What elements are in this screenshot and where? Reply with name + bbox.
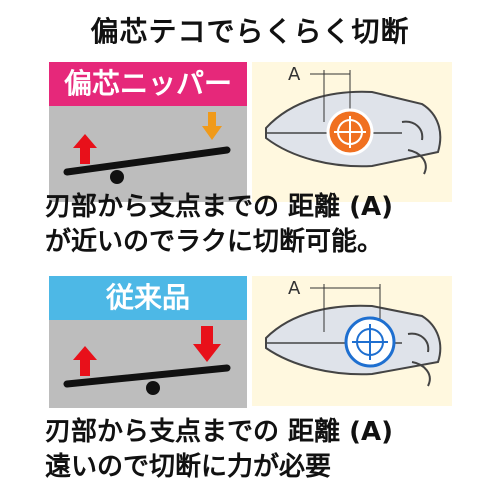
nipper-blade-icon: A <box>265 64 442 175</box>
top-blade-diagram: A <box>252 62 452 202</box>
page-title: 偏芯テコでらくらく切断 <box>90 15 410 48</box>
down-arrow-icon <box>202 112 222 140</box>
bottom-description-line2: 遠いので切断に力が必要 <box>45 452 332 482</box>
bottom-lever-diagram <box>63 326 231 395</box>
fulcrum-icon <box>110 170 124 184</box>
top-description-line2: が近いのでラクに切断可能。 <box>45 227 384 257</box>
dimension-label-a: A <box>288 64 301 85</box>
bottom-lever-panel <box>49 320 247 408</box>
bottom-blade-diagram: A <box>252 276 452 406</box>
nipper-blade-icon: A <box>265 278 442 387</box>
up-arrow-icon <box>73 134 97 164</box>
top-lever-diagram <box>63 112 231 184</box>
fulcrum-icon <box>146 381 160 395</box>
bottom-description-line1: 刃部から支点までの 距離 (A) <box>45 417 393 447</box>
up-arrow-icon <box>73 346 97 376</box>
lever-bar <box>63 146 231 176</box>
top-lever-panel <box>49 106 247 202</box>
dimension-label-a: A <box>288 278 301 299</box>
offset-nipper-label: 偏芯ニッパー <box>49 62 247 106</box>
lever-bar <box>63 364 231 388</box>
top-description-line1: 刃部から支点までの 距離 (A) <box>45 192 393 222</box>
conventional-label: 従来品 <box>49 276 247 320</box>
down-arrow-icon <box>193 326 221 362</box>
